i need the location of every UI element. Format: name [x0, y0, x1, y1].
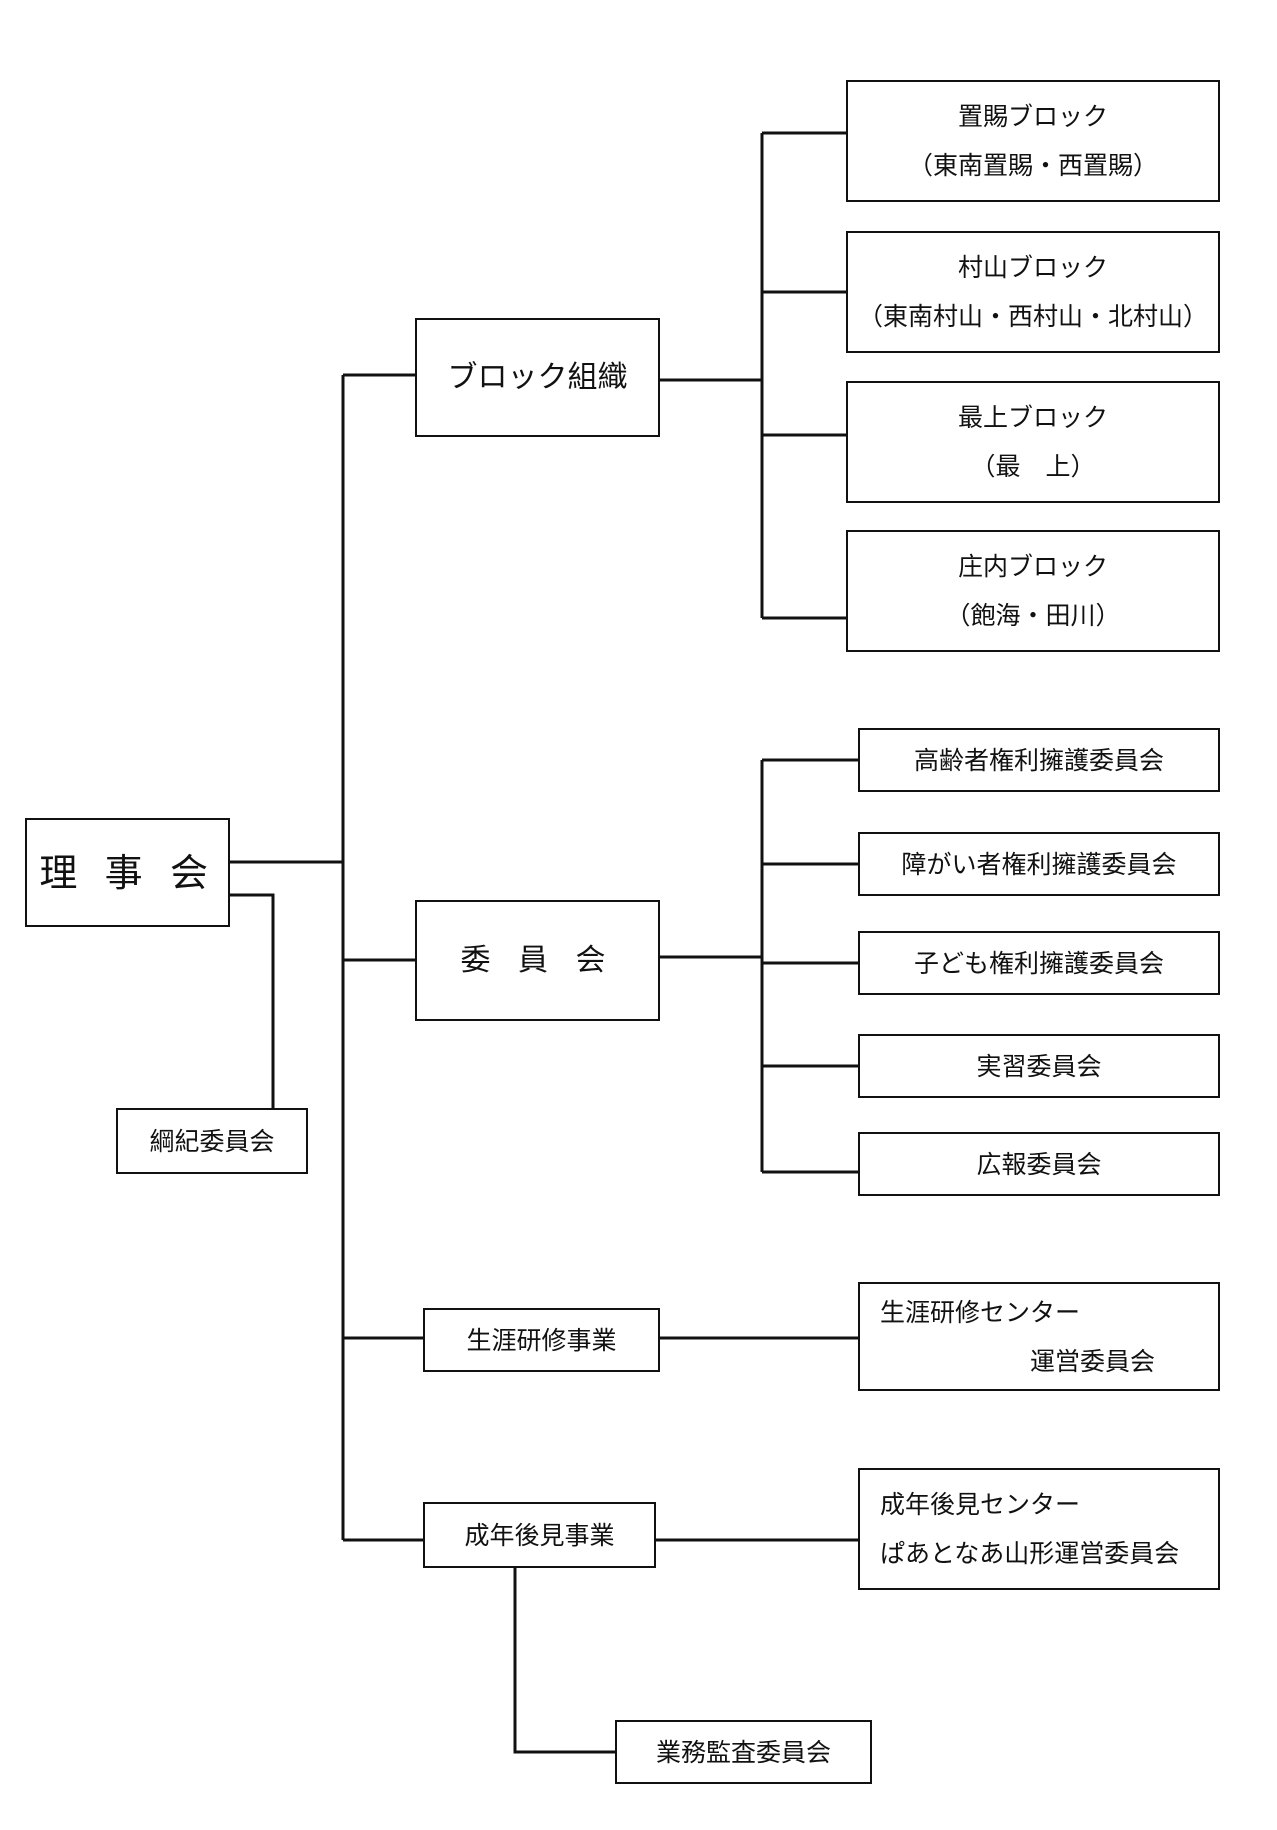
public-relations-committee-box: 広報委員会 — [858, 1132, 1220, 1196]
disability-rights-committee-box: 障がい者権利擁護委員会 — [858, 832, 1220, 896]
guardianship-center-committee-box: 成年後見センター ぱあとなあ山形運営委員会 — [858, 1468, 1220, 1590]
lifelong-training-box: 生涯研修事業 — [423, 1308, 660, 1372]
shonai-block-box: 庄内ブロック （飽海・田川） — [846, 530, 1220, 652]
elderly-rights-committee-label: 高齢者権利擁護委員会 — [913, 745, 1164, 775]
okitama-block-box: 置賜ブロック （東南置賜・西置賜） — [846, 80, 1220, 202]
audit-committee-box: 業務監査委員会 — [615, 1720, 872, 1784]
block-organization-label: ブロック組織 — [447, 359, 628, 395]
guardianship-center-committee: ぱあとなあ山形運営委員会 — [880, 1539, 1180, 1568]
okitama-block-areas: （東南置賜・西置賜） — [907, 151, 1158, 180]
public-relations-committee-label: 広報委員会 — [976, 1149, 1102, 1179]
mogami-block-areas: （最 上） — [970, 452, 1096, 481]
murayama-block-name: 村山ブロック — [957, 253, 1108, 282]
board-of-directors-label: 理 事 会 — [39, 850, 216, 895]
discipline-committee-box: 綱紀委員会 — [116, 1108, 308, 1174]
practicum-committee-label: 実習委員会 — [976, 1051, 1102, 1081]
elderly-rights-committee-box: 高齢者権利擁護委員会 — [858, 728, 1220, 792]
audit-committee-label: 業務監査委員会 — [655, 1737, 831, 1767]
discipline-committee-label: 綱紀委員会 — [149, 1126, 275, 1156]
mogami-block-name: 最上ブロック — [957, 403, 1108, 432]
shonai-block-areas: （飽海・田川） — [945, 601, 1121, 630]
adult-guardianship-label: 成年後見事業 — [464, 1520, 615, 1550]
murayama-block-areas: （東南村山・西村山・北村山） — [857, 302, 1208, 331]
shonai-block-name: 庄内ブロック — [957, 552, 1108, 581]
training-center-committee-box: 生涯研修センター 運営委員会 — [858, 1282, 1220, 1391]
guardianship-center-name: 成年後見センター — [880, 1490, 1081, 1519]
training-center-name: 生涯研修センター — [880, 1297, 1081, 1327]
training-center-committee: 運営委員会 — [1030, 1346, 1156, 1376]
child-rights-committee-box: 子ども権利擁護委員会 — [858, 931, 1220, 995]
mogami-block-box: 最上ブロック （最 上） — [846, 381, 1220, 503]
practicum-committee-box: 実習委員会 — [858, 1034, 1220, 1098]
committee-box: 委 員 会 — [415, 900, 660, 1021]
disability-rights-committee-label: 障がい者権利擁護委員会 — [901, 849, 1177, 879]
adult-guardianship-box: 成年後見事業 — [423, 1502, 656, 1568]
board-of-directors-box: 理 事 会 — [25, 818, 230, 927]
committee-label: 委 員 会 — [460, 942, 615, 978]
block-organization-box: ブロック組織 — [415, 318, 660, 437]
okitama-block-name: 置賜ブロック — [957, 102, 1108, 131]
lifelong-training-label: 生涯研修事業 — [466, 1325, 617, 1355]
murayama-block-box: 村山ブロック （東南村山・西村山・北村山） — [846, 231, 1220, 353]
child-rights-committee-label: 子ども権利擁護委員会 — [913, 948, 1164, 978]
